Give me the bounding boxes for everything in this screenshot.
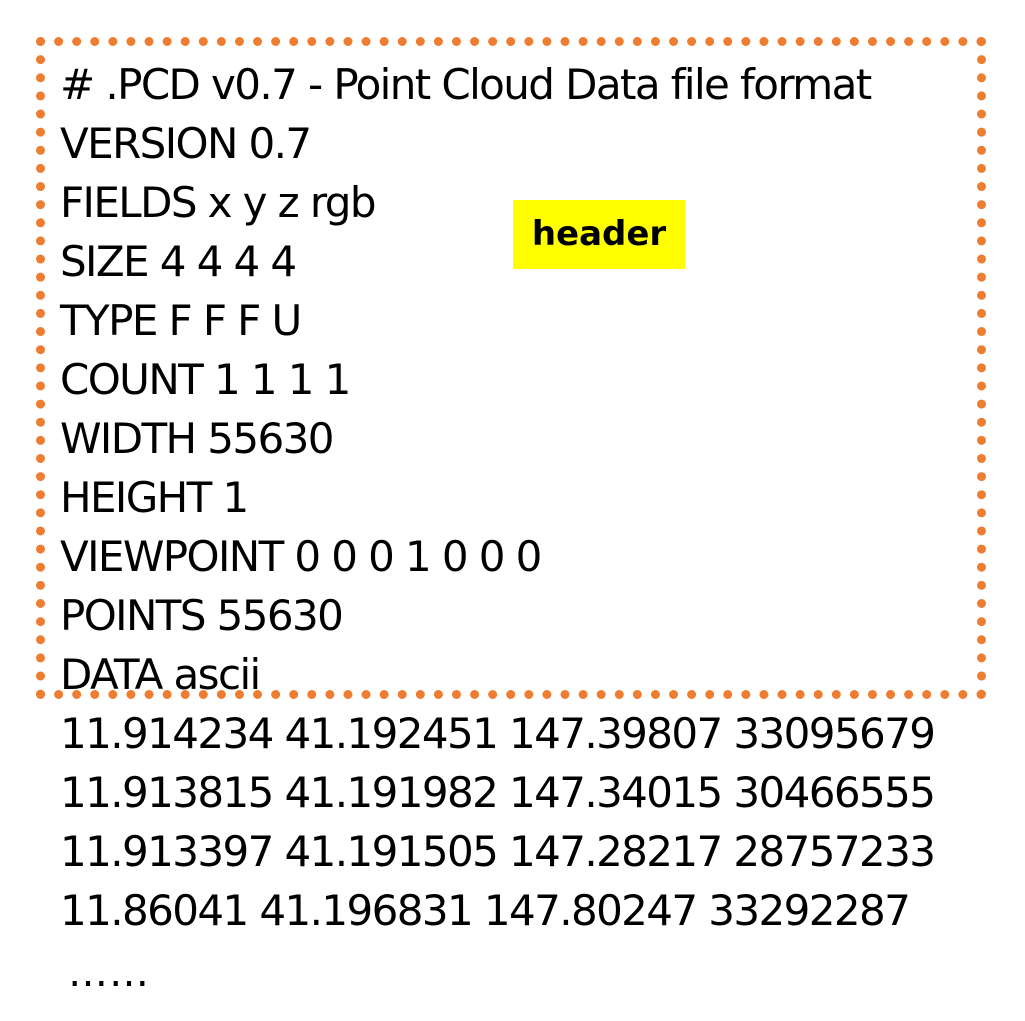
header-line-points: POINTS 55630 (60, 591, 344, 640)
data-line: 11.914234 41.192451 147.39807 33095679 (60, 709, 936, 758)
data-line: 11.86041 41.196831 147.80247 33292287 (60, 886, 911, 935)
header-label: header (513, 200, 685, 269)
header-section-box (36, 37, 986, 699)
data-line: 11.913815 41.191982 147.34015 30466555 (60, 768, 936, 817)
header-line-count: COUNT 1 1 1 1 (60, 355, 351, 404)
header-line-width: WIDTH 55630 (60, 414, 334, 463)
data-line: 11.913397 41.191505 147.28217 28757233 (60, 827, 936, 876)
header-line-version: VERSION 0.7 (60, 119, 312, 168)
header-line-size: SIZE 4 4 4 4 (60, 237, 297, 286)
header-line-comment: # .PCD v0.7 - Point Cloud Data file form… (60, 60, 872, 109)
header-line-type: TYPE F F F U (60, 296, 302, 345)
continuation-ellipsis: …… (68, 950, 150, 996)
header-line-fields: FIELDS x y z rgb (60, 178, 377, 227)
header-line-data: DATA ascii (60, 650, 261, 699)
header-line-viewpoint: VIEWPOINT 0 0 0 1 0 0 0 (60, 532, 542, 581)
header-line-height: HEIGHT 1 (60, 473, 249, 522)
